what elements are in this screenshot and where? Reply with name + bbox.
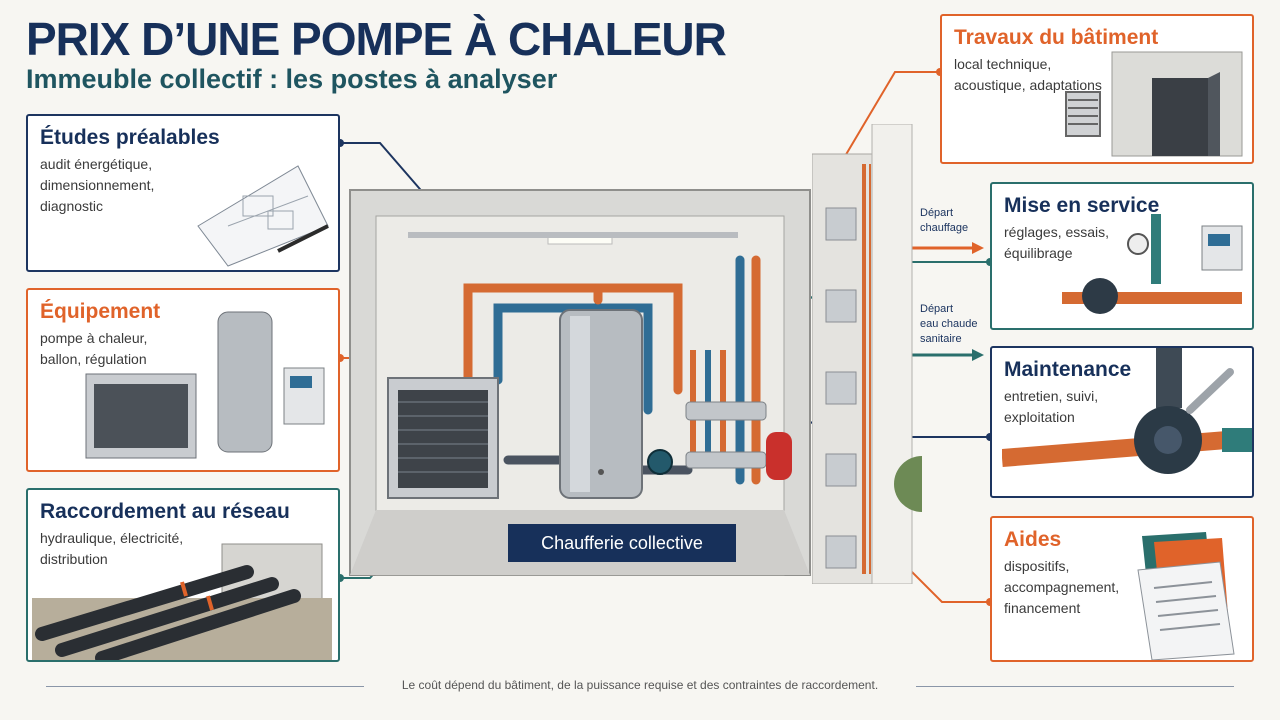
card-title: Raccordement au réseau bbox=[40, 500, 290, 523]
card-description: entretien, suivi, exploitation bbox=[1004, 388, 1099, 425]
card-title: Équipement bbox=[40, 300, 161, 323]
card-title: Travaux du bâtiment bbox=[954, 26, 1159, 49]
card-equipement: Équipement pompe à chaleur, ballon, régu… bbox=[26, 288, 340, 472]
depart-chauffage-label: Départ chauffage bbox=[920, 207, 969, 234]
card-etudes-prealables: Études préalables audit énergétique, dim… bbox=[26, 114, 340, 272]
heat-pump-equipment-icon bbox=[85, 311, 325, 459]
card-title: Études préalables bbox=[40, 126, 220, 149]
card-description: local technique, acoustique, adaptations bbox=[954, 56, 1102, 93]
footer-note: Le coût dépend du bâtiment, de la puissa… bbox=[401, 678, 879, 692]
depart-ecs-label: Départ eau chaude sanitaire bbox=[920, 303, 978, 345]
card-description: réglages, essais, équilibrage bbox=[1004, 224, 1110, 261]
card-mise-en-service: Mise en service réglages, essais, équili… bbox=[990, 182, 1254, 330]
pipe-trench-icon bbox=[32, 543, 332, 660]
card-description: dispositifs, accompagnement, financement bbox=[1004, 558, 1120, 616]
card-maintenance: Maintenance entretien, suivi, exploitati… bbox=[990, 346, 1254, 498]
commissioning-pump-icon bbox=[1062, 214, 1243, 314]
building-facade-illustration bbox=[812, 124, 922, 584]
card-description: audit énergétique, dimensionnement, diag… bbox=[40, 156, 155, 214]
footer-divider-left bbox=[46, 686, 364, 687]
card-description: pompe à chaleur, ballon, régulation bbox=[40, 330, 148, 367]
page-title: PRIX D’UNE POMPE À CHALEUR bbox=[26, 13, 727, 65]
card-description: hydraulique, électricité, distribution bbox=[40, 530, 184, 567]
connector-travaux bbox=[837, 71, 940, 169]
card-title: Aides bbox=[1004, 528, 1062, 551]
technical-room-door-icon bbox=[1065, 51, 1243, 157]
blueprint-icon bbox=[197, 165, 329, 267]
card-title: Maintenance bbox=[1004, 358, 1132, 381]
card-aides: Aides dispositifs, accompagnement, finan… bbox=[990, 516, 1254, 662]
documents-folder-icon bbox=[1137, 532, 1235, 660]
footer-divider-right bbox=[916, 686, 1234, 687]
page-subtitle: Immeuble collectif : les postes à analys… bbox=[26, 64, 558, 94]
maintenance-wrench-pump-icon bbox=[1002, 348, 1252, 474]
card-title: Mise en service bbox=[1004, 194, 1160, 217]
card-travaux-batiment: Travaux du bâtiment local technique, aco… bbox=[940, 14, 1254, 164]
center-label: Chaufferie collective bbox=[508, 524, 736, 562]
card-raccordement: Raccordement au réseau hydraulique, élec… bbox=[26, 488, 340, 662]
